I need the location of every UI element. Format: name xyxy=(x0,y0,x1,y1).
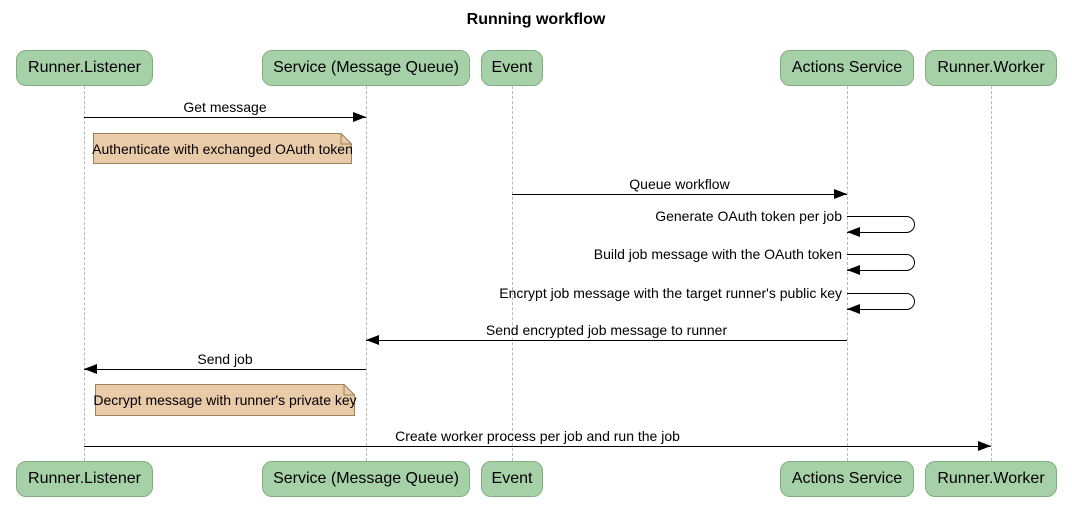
actor-service-message-queue-bottom: Service (Message Queue) xyxy=(262,461,470,497)
actor-event-bottom: Event xyxy=(481,461,543,497)
actor-label: Service (Message Queue) xyxy=(273,59,459,76)
message-line xyxy=(84,446,991,447)
note-fold-corner xyxy=(343,384,355,396)
actor-runner-worker-top: Runner.Worker xyxy=(925,50,1057,86)
note-shape xyxy=(93,133,352,164)
actor-service-message-queue-top: Service (Message Queue) xyxy=(262,50,470,86)
lifeline-service-message-queue xyxy=(366,86,367,461)
note-shape xyxy=(95,384,355,416)
actor-label: Actions Service xyxy=(791,59,903,76)
arrowhead xyxy=(847,304,860,314)
actor-label: Service (Message Queue) xyxy=(273,470,459,487)
arrowhead xyxy=(978,441,991,451)
lifeline-runner-listener xyxy=(84,86,85,461)
note-label: Decrypt message with runner's private ke… xyxy=(93,392,357,408)
message-label-send-encrypted-job: Send encrypted job message to runner xyxy=(485,322,728,338)
actor-runner-listener-bottom: Runner.Listener xyxy=(16,461,153,497)
self-loop xyxy=(847,254,915,271)
actor-label: Runner.Listener xyxy=(28,470,141,487)
actor-label: Runner.Worker xyxy=(937,59,1045,76)
lifeline-runner-worker xyxy=(991,86,992,461)
arrowhead xyxy=(847,227,860,237)
arrowhead xyxy=(366,335,379,345)
actor-label: Runner.Worker xyxy=(937,470,1045,487)
actor-label: Event xyxy=(491,470,533,487)
self-loop xyxy=(847,216,915,233)
actor-runner-worker-bottom: Runner.Worker xyxy=(925,461,1057,497)
message-label-create-worker-process: Create worker process per job and run th… xyxy=(395,428,680,444)
message-line xyxy=(512,194,847,195)
actor-actions-service-bottom: Actions Service xyxy=(780,461,914,497)
message-label-queue-workflow: Queue workflow xyxy=(629,176,730,192)
message-line xyxy=(84,369,366,370)
arrowhead xyxy=(353,112,366,122)
lifeline-event xyxy=(512,86,513,461)
diagram-title: Running workflow xyxy=(466,11,606,28)
arrowhead xyxy=(84,364,97,374)
self-loop xyxy=(847,293,915,310)
message-label-encrypt-job-message: Encrypt job message with the target runn… xyxy=(499,285,842,301)
note-label: Authenticate with exchanged OAuth token xyxy=(92,140,353,157)
message-line xyxy=(366,340,847,341)
actor-runner-listener-top: Runner.Listener xyxy=(16,50,153,86)
message-line xyxy=(84,117,366,118)
arrowhead xyxy=(834,189,847,199)
note-authenticate: Authenticate with exchanged OAuth token xyxy=(92,133,353,164)
message-label-generate-oauth-token: Generate OAuth token per job xyxy=(655,208,842,224)
message-label-send-job: Send job xyxy=(197,351,253,367)
actor-label: Runner.Listener xyxy=(28,59,141,76)
actor-label: Actions Service xyxy=(791,470,903,487)
message-label-get-message: Get message xyxy=(183,99,267,115)
arrowhead xyxy=(847,265,860,275)
actor-actions-service-top: Actions Service xyxy=(780,50,914,86)
actor-label: Event xyxy=(491,59,533,76)
note-decrypt: Decrypt message with runner's private ke… xyxy=(93,384,357,416)
note-fold-corner xyxy=(340,133,352,145)
message-label-build-job-message: Build job message with the OAuth token xyxy=(593,246,842,262)
actor-event-top: Event xyxy=(481,50,543,86)
